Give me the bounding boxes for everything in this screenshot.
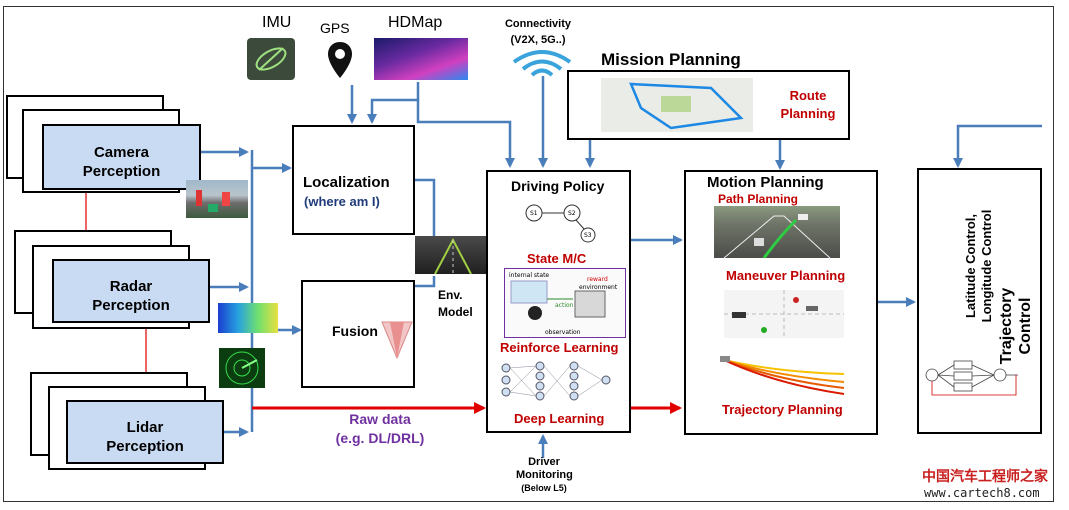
raw-data-label: Raw data (e.g. DL/DRL) bbox=[320, 410, 440, 448]
camera-perception-label: Camera Perception bbox=[42, 143, 201, 181]
route-planning-line2: Planning bbox=[780, 106, 836, 121]
route-map-thumbnail bbox=[601, 78, 753, 132]
env-model-label: Env. Model bbox=[438, 287, 473, 321]
wifi-icon bbox=[510, 48, 574, 82]
radar-label-line2: Perception bbox=[92, 297, 170, 314]
imu-label: IMU bbox=[262, 14, 292, 31]
motion-planning-title: Motion Planning bbox=[707, 174, 824, 191]
hdmap-thumbnail bbox=[374, 38, 468, 80]
driver-monitoring-line2: Monitoring bbox=[516, 469, 573, 481]
state-mc-label: State M/C bbox=[527, 251, 587, 266]
sm-state-s2: S2 bbox=[568, 210, 576, 217]
radar-perception-label: Radar Perception bbox=[52, 277, 210, 315]
localization-subtitle: (where am I) bbox=[304, 194, 380, 209]
env-model-line1: Env. bbox=[438, 288, 463, 302]
env-model-line2: Model bbox=[438, 305, 473, 319]
hdmap-label: HDMap bbox=[388, 14, 443, 31]
deep-learning-label: Deep Learning bbox=[514, 411, 605, 426]
gps-label: GPS bbox=[320, 20, 350, 36]
radar-perception-box bbox=[52, 259, 210, 323]
radar-scope-thumbnail bbox=[219, 348, 265, 388]
connectivity-line2: (V2X, 5G..) bbox=[510, 34, 566, 46]
fusion-title: Fusion bbox=[332, 323, 378, 339]
rl-internal-state-label: internal state bbox=[509, 272, 549, 279]
route-planning-label: Route Planning bbox=[768, 87, 848, 123]
trajectory-control-box bbox=[917, 168, 1042, 434]
deep-learning-network-diagram bbox=[494, 360, 624, 404]
reinforce-learning-label: Reinforce Learning bbox=[500, 340, 619, 355]
radar-label-line1: Radar bbox=[109, 278, 153, 295]
camera-perception-box bbox=[42, 124, 201, 190]
watermark-chinese: 中国汽车工程师之家 bbox=[922, 469, 1048, 485]
raw-data-line2: (e.g. DL/DRL) bbox=[335, 430, 425, 446]
reinforcement-learning-diagram: internal state reward environment action… bbox=[504, 268, 626, 338]
latitude-control-line2: Longitude Control bbox=[979, 209, 994, 323]
state-machine-diagram: S1 S2 S3 bbox=[506, 197, 606, 243]
mission-planning-title: Mission Planning bbox=[601, 50, 741, 69]
control-block-diagram bbox=[920, 357, 1020, 397]
camera-label-line1: Camera bbox=[93, 144, 150, 161]
gps-pin-icon bbox=[326, 40, 354, 80]
connectivity-line1: Connectivity bbox=[504, 18, 571, 30]
diagram-frame bbox=[3, 6, 1054, 502]
localization-title: Localization bbox=[303, 174, 390, 191]
rl-reward-label: reward bbox=[587, 276, 608, 283]
lidar-label-line2: Perception bbox=[106, 438, 184, 455]
latitude-control-label: Latitude Control, Longitude Control bbox=[963, 210, 995, 323]
trajectory-control-line1: Trajectory bbox=[998, 287, 1015, 365]
localization-box bbox=[292, 125, 415, 235]
watermark-url: www.cartech8.com bbox=[924, 486, 1040, 500]
arrow-hdmap-to-policy bbox=[416, 100, 515, 168]
rl-observation-label: observation bbox=[545, 329, 581, 336]
arrow-fusion-to-env bbox=[415, 276, 436, 288]
env-model-road-thumbnail bbox=[415, 236, 491, 274]
trajectory-planning-label: Trajectory Planning bbox=[722, 402, 843, 417]
path-planning-highway-thumbnail bbox=[714, 206, 840, 258]
maneuver-intersection-thumbnail bbox=[724, 290, 844, 338]
arrow-hdmap-to-localization bbox=[367, 82, 420, 124]
maneuver-planning-label: Maneuver Planning bbox=[726, 268, 846, 283]
lidar-perception-box bbox=[66, 400, 224, 464]
trajectory-control-line2: Control bbox=[1017, 297, 1034, 355]
path-planning-label: Path Planning bbox=[718, 192, 799, 206]
driving-policy-title: Driving Policy bbox=[511, 178, 605, 194]
camera-image-thumbnail bbox=[186, 180, 248, 218]
rl-environment-label: environment bbox=[579, 284, 618, 291]
connectivity-label: Connectivity (V2X, 5G..) bbox=[488, 16, 588, 48]
latitude-control-line1: Latitude Control, bbox=[963, 214, 978, 319]
sm-state-s3: S3 bbox=[584, 232, 592, 239]
driver-monitoring-line1: Driver bbox=[528, 456, 560, 468]
arrow-localization-to-env bbox=[414, 178, 436, 236]
arrow-feedback-to-control bbox=[953, 124, 1042, 168]
fusion-sensor-cone-icon bbox=[380, 318, 414, 360]
lidar-label-line1: Lidar bbox=[126, 419, 164, 436]
imu-icon bbox=[247, 38, 295, 80]
rl-action-label: action bbox=[555, 302, 574, 309]
camera-label-line2: Perception bbox=[82, 163, 161, 180]
sm-state-s1: S1 bbox=[530, 210, 538, 217]
driver-monitoring-label: Driver Monitoring (Below L5) bbox=[516, 456, 573, 495]
radar-pointcloud-thumbnail bbox=[218, 303, 278, 333]
trajectory-fan-thumbnail bbox=[716, 352, 846, 398]
lidar-perception-label: Lidar Perception bbox=[66, 418, 224, 456]
driver-monitoring-line3: (Below L5) bbox=[521, 483, 567, 493]
trajectory-control-label: Trajectory Control bbox=[997, 288, 1035, 364]
route-planning-line1: Route bbox=[789, 88, 827, 103]
raw-data-line1: Raw data bbox=[349, 411, 411, 427]
